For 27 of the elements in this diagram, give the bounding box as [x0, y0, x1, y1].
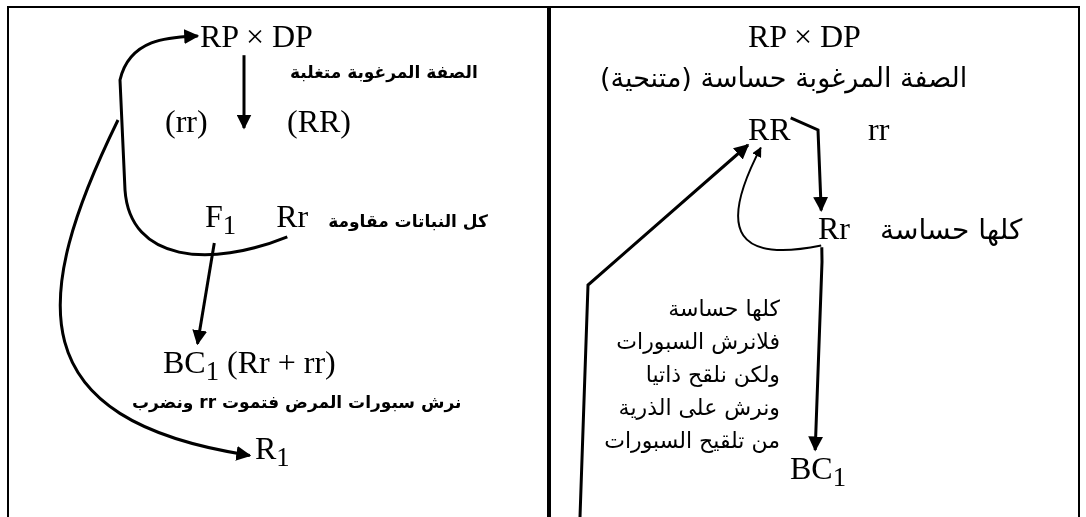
genotype-label: rr [868, 113, 890, 145]
note-text: الصفة المرغوبة متغلبة [290, 64, 478, 81]
genotype-label: RR [748, 113, 791, 145]
arrow [790, 116, 829, 212]
generation-label: F$_{1}$ [205, 200, 237, 240]
arrow [58, 119, 252, 461]
arrow [578, 143, 750, 517]
arrow [808, 247, 824, 452]
arrow [192, 242, 216, 346]
generation-label: BC$_{1}$ (Rr + rr) [163, 346, 336, 386]
cross-label: RP × DP [748, 20, 861, 52]
cross-label: RP × DP [200, 20, 313, 52]
generation-label: R$_{1}$ [255, 432, 290, 472]
arrow [118, 29, 288, 256]
note-text: نرش سبورات المرض فتموت rr ونضرب [132, 394, 462, 411]
genotype-label: (rr) [165, 105, 208, 137]
genotype-label: (RR) [287, 105, 351, 137]
note-text: كلها حساسة فلانرش السبورات ولكن نلقح ذاتيا ونرش على الذرية من تلقيح السبورات [603, 295, 780, 455]
table-cell [549, 6, 1080, 517]
note-text: كل النباتات مقاومة [328, 213, 488, 230]
generation-label: BC$_{1}$ [790, 452, 846, 492]
table-cell [7, 6, 549, 517]
genotype-label: Rr [276, 200, 309, 232]
note-text: كلها حساسة [880, 216, 1023, 244]
arrow [236, 55, 252, 130]
arrow [737, 146, 823, 252]
genotype-label: Rr [818, 212, 850, 244]
